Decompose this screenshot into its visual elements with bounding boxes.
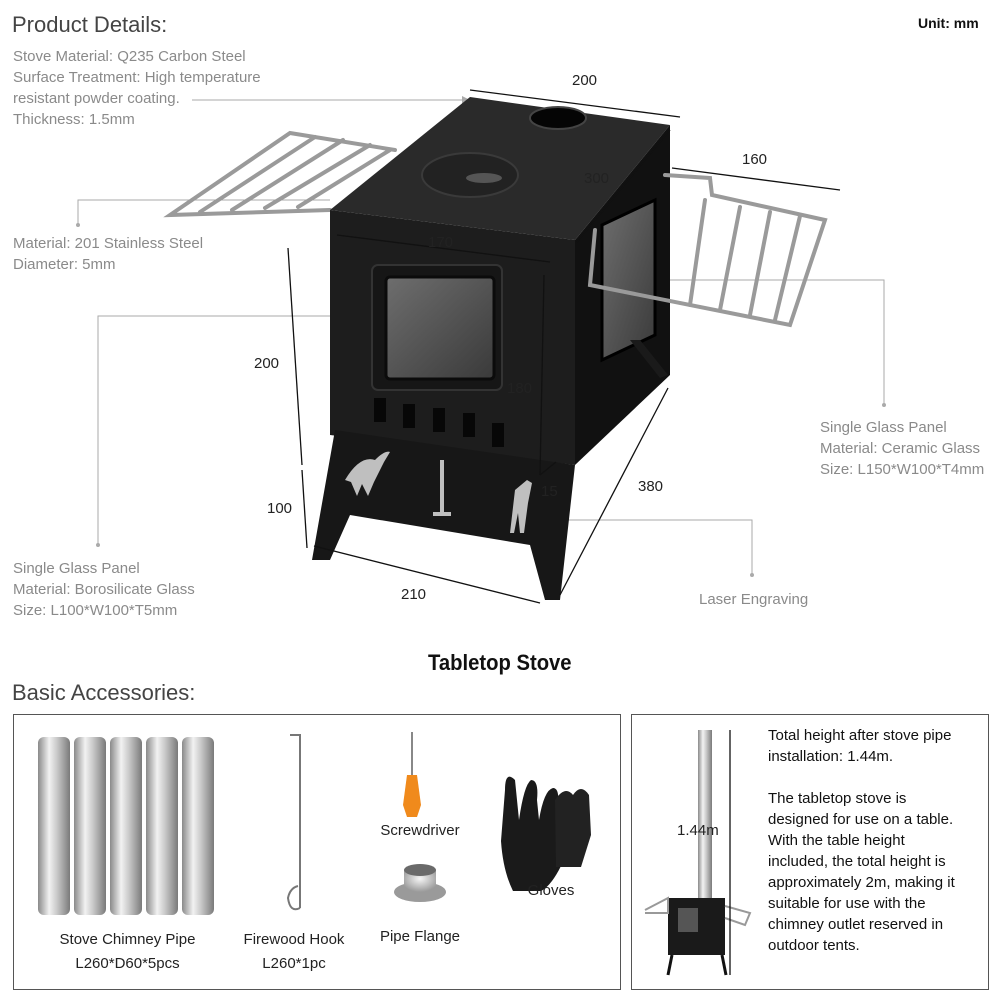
stove-body bbox=[312, 97, 670, 600]
firewood-hook-image bbox=[286, 734, 301, 911]
product-title: Tabletop Stove bbox=[428, 650, 572, 675]
right-rack bbox=[587, 173, 828, 328]
dim-top-depth: 300 bbox=[584, 170, 610, 187]
leader-lines bbox=[77, 99, 885, 575]
dim-leg-height: 100 bbox=[267, 500, 293, 517]
dim-door-height: 180 bbox=[507, 380, 533, 397]
install-box bbox=[631, 714, 989, 990]
firewood-hook-caption: Firewood Hook L260*1pc bbox=[243, 931, 345, 972]
stove-material-annotation: Stove Material: Q235 Carbon Steel Surfac… bbox=[13, 48, 261, 128]
gloves-image bbox=[501, 776, 591, 891]
dim-top-width: 200 bbox=[572, 72, 598, 89]
dim-body-height: 200 bbox=[254, 355, 280, 372]
rack-material-annotation: Material: 201 Stainless Steel Diameter: … bbox=[13, 235, 204, 273]
front-glass-annotation: Single Glass Panel Material: Borosilicat… bbox=[13, 560, 195, 619]
install-diagram bbox=[644, 730, 752, 976]
gloves-caption: Gloves bbox=[527, 882, 575, 899]
chimney-pipe-caption: Stove Chimney Pipe L260*D60*5pcs bbox=[59, 931, 196, 972]
install-text-1: Total height after stove pipe installati… bbox=[768, 727, 952, 765]
side-glass-annotation: Single Glass Panel Material: Ceramic Gla… bbox=[820, 419, 985, 478]
dim-side-depth: 380 bbox=[638, 478, 664, 495]
dim-gap: 15 bbox=[541, 483, 558, 500]
left-rack bbox=[163, 130, 397, 218]
chimney-pipes-image bbox=[38, 737, 214, 915]
screwdriver-caption: Screwdriver bbox=[380, 822, 460, 839]
dim-door-width: 170 bbox=[428, 234, 454, 251]
install-height-label: 1.44m bbox=[677, 822, 719, 839]
pipe-flange-image bbox=[394, 864, 446, 902]
laser-engraving-annotation: Laser Engraving bbox=[699, 591, 809, 608]
accessories-title: Basic Accessories: bbox=[12, 680, 196, 705]
unit-label: Unit: mm bbox=[918, 15, 979, 31]
install-text-2: The tabletop stove is designed for use o… bbox=[768, 790, 955, 954]
screwdriver-image bbox=[403, 732, 421, 817]
dim-base-width: 210 bbox=[401, 586, 427, 603]
dim-rack-length: 160 bbox=[742, 151, 768, 168]
product-details-title: Product Details: bbox=[12, 12, 168, 37]
accessories-box bbox=[13, 714, 621, 990]
pipe-flange-caption: Pipe Flange bbox=[379, 928, 461, 945]
